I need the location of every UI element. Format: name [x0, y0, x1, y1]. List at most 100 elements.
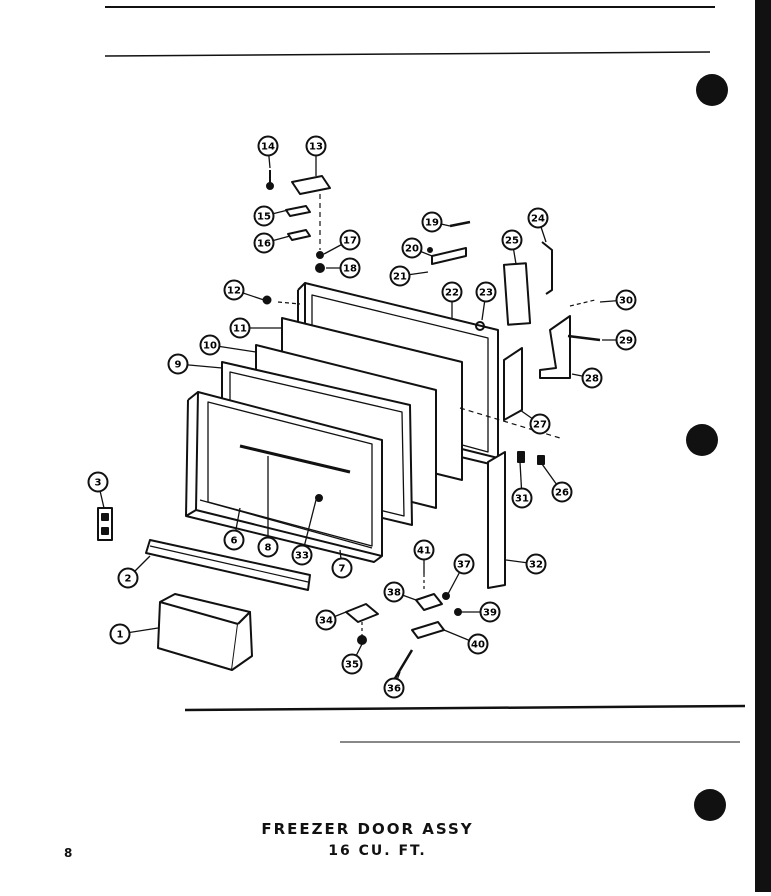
callout-number-15: 15 — [257, 212, 271, 223]
callout-circle-24 — [527, 207, 549, 229]
callout-circle-14 — [257, 135, 279, 157]
callout-number-20: 20 — [405, 244, 419, 255]
callout-circle-22 — [441, 281, 463, 303]
callout-25: 25 — [501, 229, 523, 251]
callout-number-29: 29 — [619, 336, 633, 347]
callout-23: 23 — [475, 281, 497, 303]
callout-circle-34 — [315, 609, 337, 631]
callout-number-12: 12 — [227, 286, 241, 297]
callout-number-17: 17 — [343, 236, 357, 247]
callout-13: 13 — [305, 135, 327, 157]
callout-circle-31 — [511, 487, 533, 509]
callout-number-28: 28 — [585, 374, 599, 385]
callout-circle-29 — [615, 329, 637, 351]
callout-circle-13 — [305, 135, 327, 157]
callout-number-1: 1 — [117, 630, 124, 641]
callout-circle-25 — [501, 229, 523, 251]
callout-30: 30 — [615, 289, 637, 311]
callout-36: 36 — [383, 677, 405, 699]
callout-22: 22 — [441, 281, 463, 303]
callout-40: 40 — [467, 633, 489, 655]
callout-26: 26 — [551, 481, 573, 503]
callout-7: 7 — [331, 557, 353, 579]
callout-number-27: 27 — [533, 420, 547, 431]
callout-circle-19 — [421, 211, 443, 233]
callout-number-2: 2 — [125, 574, 132, 585]
callout-circle-20 — [401, 237, 423, 259]
callout-15: 15 — [253, 205, 275, 227]
callout-number-3: 3 — [95, 478, 102, 489]
callout-circle-10 — [199, 334, 221, 356]
callout-circle-15 — [253, 205, 275, 227]
scan-artifacts — [104, 0, 771, 892]
callout-18: 18 — [339, 257, 361, 279]
callout-number-13: 13 — [309, 142, 323, 153]
callout-circle-41 — [413, 539, 435, 561]
callout-circle-33 — [291, 544, 313, 566]
callout-number-9: 9 — [175, 360, 182, 371]
callout-14: 14 — [257, 135, 279, 157]
callout-circle-1 — [109, 623, 131, 645]
callout-16: 16 — [253, 232, 275, 254]
callout-21: 21 — [389, 265, 411, 287]
callout-27: 27 — [529, 413, 551, 435]
callout-11: 11 — [229, 317, 251, 339]
callout-circle-9 — [167, 353, 189, 375]
callout-circle-35 — [341, 653, 363, 675]
callout-circle-30 — [615, 289, 637, 311]
callout-number-41: 41 — [417, 546, 431, 557]
callout-number-24: 24 — [531, 214, 545, 225]
callout-number-35: 35 — [345, 660, 359, 671]
callout-circle-37 — [453, 553, 475, 575]
callout-circle-7 — [331, 557, 353, 579]
callout-circle-40 — [467, 633, 489, 655]
callout-circle-26 — [551, 481, 573, 503]
callout-28: 28 — [581, 367, 603, 389]
callout-10: 10 — [199, 334, 221, 356]
callout-number-33: 33 — [295, 551, 309, 562]
callout-number-30: 30 — [619, 296, 633, 307]
callout-number-6: 6 — [231, 536, 238, 547]
callout-circle-12 — [223, 279, 245, 301]
callout-1: 1 — [109, 623, 131, 645]
part-drawings — [97, 170, 601, 681]
callout-circle-8 — [257, 536, 279, 558]
callout-circle-6 — [223, 529, 245, 551]
callout-circle-27 — [529, 413, 551, 435]
callout-37: 37 — [453, 553, 475, 575]
callout-20: 20 — [401, 237, 423, 259]
callout-number-40: 40 — [471, 640, 485, 651]
callout-circle-3 — [87, 471, 109, 493]
callout-number-34: 34 — [319, 616, 333, 627]
callout-number-11: 11 — [233, 324, 247, 335]
callout-number-26: 26 — [555, 488, 569, 499]
callout-circle-16 — [253, 232, 275, 254]
callout-41: 41 — [413, 539, 435, 561]
callout-circle-39 — [479, 601, 501, 623]
diagram-title: FREEZER DOOR ASSY — [261, 820, 474, 838]
callout-24: 24 — [527, 207, 549, 229]
callout-circle-2 — [117, 567, 139, 589]
callout-number-22: 22 — [445, 288, 459, 299]
page-number: 8 — [64, 846, 73, 860]
callout-circle-36 — [383, 677, 405, 699]
callout-number-21: 21 — [393, 272, 407, 283]
callout-2: 2 — [117, 567, 139, 589]
diagram-subtitle: 16 CU. FT. — [328, 843, 427, 859]
callout-number-18: 18 — [343, 264, 357, 275]
callout-circle-17 — [339, 229, 361, 251]
callout-number-25: 25 — [505, 236, 519, 247]
callout-number-14: 14 — [261, 142, 275, 153]
callout-circle-21 — [389, 265, 411, 287]
callout-8: 8 — [257, 536, 279, 558]
callout-number-10: 10 — [203, 341, 217, 352]
callout-19: 19 — [421, 211, 443, 233]
callout-number-38: 38 — [387, 588, 401, 599]
callout-number-7: 7 — [339, 564, 346, 575]
callout-circle-18 — [339, 257, 361, 279]
callout-number-16: 16 — [257, 239, 271, 250]
callout-17: 17 — [339, 229, 361, 251]
